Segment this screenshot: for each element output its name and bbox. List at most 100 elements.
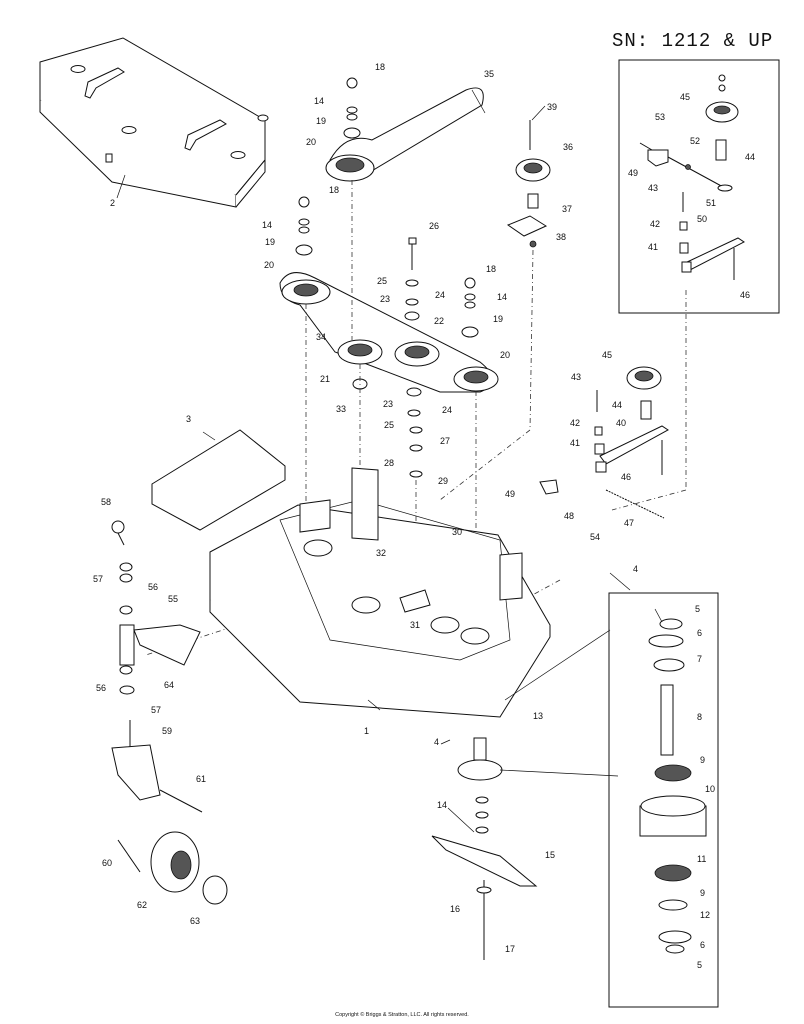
callout-51: 51 <box>706 198 716 208</box>
upper-pulley-20 <box>325 77 375 182</box>
callout-29: 29 <box>438 476 448 486</box>
callout-6: 6 <box>700 940 705 950</box>
callout-24: 24 <box>442 405 452 415</box>
callout-62: 62 <box>137 900 147 910</box>
callout-15: 15 <box>545 850 555 860</box>
callout-34: 34 <box>316 332 326 342</box>
callout-41: 41 <box>648 242 658 252</box>
callout-14: 14 <box>314 96 324 106</box>
callout-63: 63 <box>190 916 200 926</box>
callout-52: 52 <box>690 136 700 146</box>
callout-11: 11 <box>697 854 706 864</box>
callout-17: 17 <box>505 944 515 954</box>
callout-53: 53 <box>655 112 665 122</box>
callout-18: 18 <box>375 62 385 72</box>
callout-43: 43 <box>648 183 658 193</box>
callout-36: 36 <box>563 142 573 152</box>
callout-39: 39 <box>547 102 557 112</box>
callout-16: 16 <box>450 904 460 914</box>
callout-26: 26 <box>429 221 439 231</box>
callout-64: 64 <box>164 680 174 690</box>
callout-61: 61 <box>196 774 206 784</box>
callout-57: 57 <box>93 574 103 584</box>
callout-9: 9 <box>700 755 705 765</box>
callout-20: 20 <box>500 350 510 360</box>
callout-24: 24 <box>435 290 445 300</box>
callout-leaders <box>116 89 663 833</box>
caster-assembly <box>111 520 228 905</box>
callout-8: 8 <box>697 712 702 722</box>
callout-27: 27 <box>440 436 450 446</box>
callout-19: 19 <box>493 314 503 324</box>
callout-42: 42 <box>650 219 660 229</box>
callout-2: 2 <box>110 198 115 208</box>
callout-45: 45 <box>680 92 690 102</box>
callout-22: 22 <box>434 316 444 326</box>
callout-46: 46 <box>621 472 631 482</box>
callout-57: 57 <box>151 705 161 715</box>
deck-cover <box>39 37 269 208</box>
callout-43: 43 <box>571 372 581 382</box>
callout-30: 30 <box>452 527 462 537</box>
callout-42: 42 <box>570 418 580 428</box>
callout-32: 32 <box>376 548 386 558</box>
callout-54: 54 <box>590 532 600 542</box>
callout-23: 23 <box>380 294 390 304</box>
callout-5: 5 <box>695 604 700 614</box>
callout-40: 40 <box>616 418 626 428</box>
callout-44: 44 <box>612 400 622 410</box>
inset-parts <box>639 74 745 280</box>
callout-38: 38 <box>556 232 566 242</box>
callout-18: 18 <box>329 185 339 195</box>
mower-deck <box>209 467 551 718</box>
callout-44: 44 <box>745 152 755 162</box>
callout-1: 1 <box>364 726 369 736</box>
callout-41: 41 <box>570 438 580 448</box>
callout-20: 20 <box>306 137 316 147</box>
callout-12: 12 <box>700 910 710 920</box>
left-pulley-20 <box>281 196 331 305</box>
callout-6: 6 <box>697 628 702 638</box>
callout-25: 25 <box>377 276 387 286</box>
callout-28: 28 <box>384 458 394 468</box>
callout-19: 19 <box>265 237 275 247</box>
inset-frame <box>618 59 780 314</box>
deflector-guard <box>151 429 286 531</box>
callout-47: 47 <box>624 518 634 528</box>
callout-14: 14 <box>262 220 272 230</box>
callout-4: 4 <box>434 737 439 747</box>
callout-14: 14 <box>437 800 447 810</box>
callout-labels: 2 18 14 19 20 35 39 36 37 38 18 14 19 20… <box>93 62 755 970</box>
callout-48: 48 <box>564 511 574 521</box>
idler-pulley-36 <box>506 120 551 248</box>
callout-58: 58 <box>101 497 111 507</box>
callout-31: 31 <box>410 620 420 630</box>
callout-19: 19 <box>316 116 326 126</box>
copyright-notice: Copyright © Briggs & Stratton, LLC. All … <box>335 1012 469 1018</box>
callout-56: 56 <box>96 683 106 693</box>
callout-49: 49 <box>505 489 515 499</box>
callout-7: 7 <box>697 654 702 664</box>
callout-5: 5 <box>697 960 702 970</box>
callout-13: 13 <box>533 711 543 721</box>
callout-49: 49 <box>628 168 638 178</box>
callout-3: 3 <box>186 414 191 424</box>
serial-number-header: SN: 1212 & UP <box>612 30 774 52</box>
center-pulleys <box>337 237 499 478</box>
callout-56: 56 <box>148 582 158 592</box>
idler-pulley-45 <box>539 366 669 519</box>
callout-37: 37 <box>562 204 572 214</box>
callout-20: 20 <box>264 260 274 270</box>
callout-46: 46 <box>740 290 750 300</box>
callout-23: 23 <box>383 399 393 409</box>
callout-21: 21 <box>320 374 330 384</box>
callout-33: 33 <box>336 404 346 414</box>
callout-14: 14 <box>497 292 507 302</box>
callout-35: 35 <box>484 69 494 79</box>
callout-55: 55 <box>168 594 178 604</box>
callout-25: 25 <box>384 420 394 430</box>
callout-18: 18 <box>486 264 496 274</box>
callout-45: 45 <box>602 350 612 360</box>
callout-10: 10 <box>705 784 715 794</box>
